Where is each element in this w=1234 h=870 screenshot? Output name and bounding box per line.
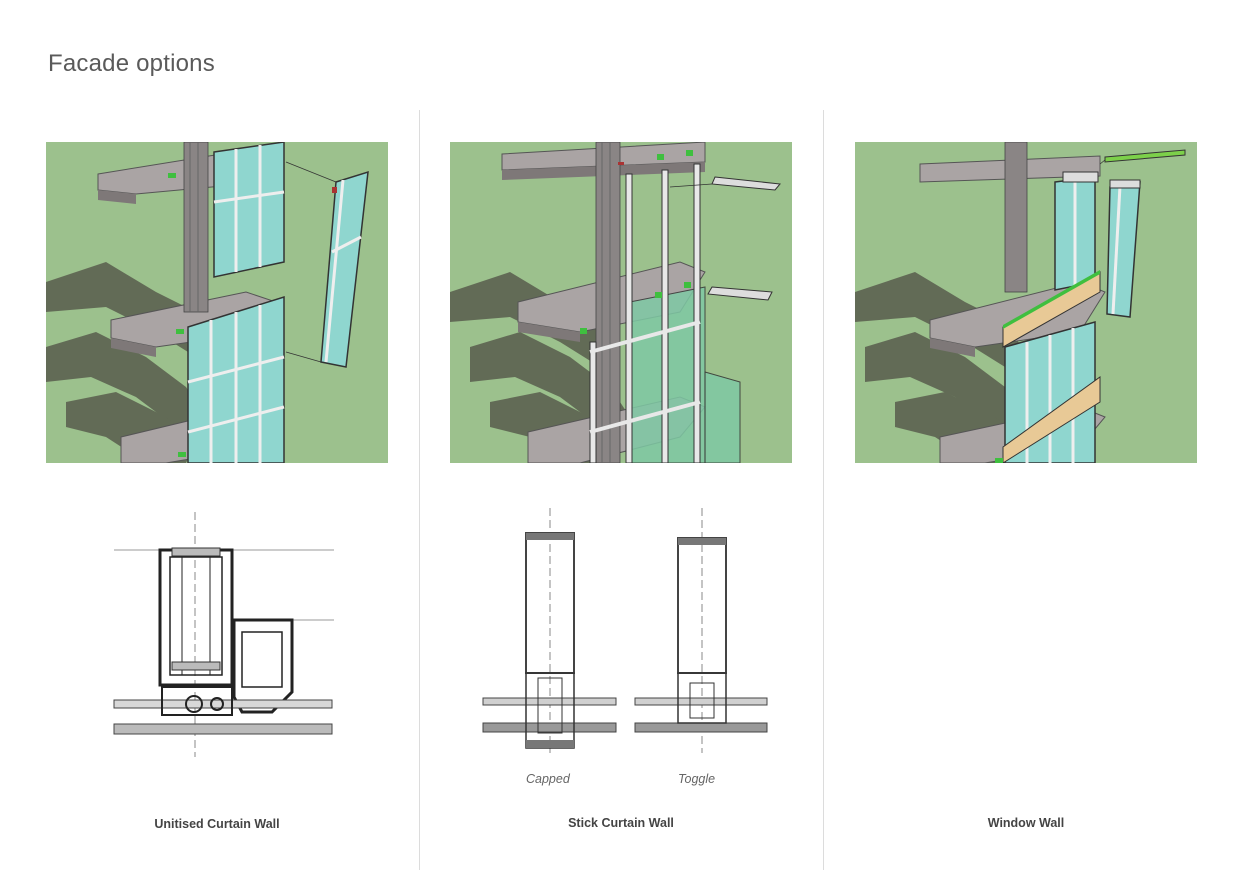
unitised-section-drawing — [112, 512, 337, 762]
caption-unitised: Unitised Curtain Wall — [154, 817, 280, 831]
unitised-curtain-wall-render — [46, 142, 388, 463]
caption-stick: Stick Curtain Wall — [568, 816, 674, 830]
column-divider-2 — [823, 110, 824, 870]
page-title: Facade options — [48, 50, 215, 77]
stick-section-drawing — [480, 508, 770, 758]
column-divider-1 — [419, 110, 420, 870]
sub-label-toggle: Toggle — [678, 772, 716, 786]
stick-curtain-wall-render — [450, 142, 792, 463]
sub-label-capped: Capped — [526, 772, 570, 786]
caption-window-wall: Window Wall — [987, 816, 1065, 830]
window-wall-render — [855, 142, 1197, 463]
